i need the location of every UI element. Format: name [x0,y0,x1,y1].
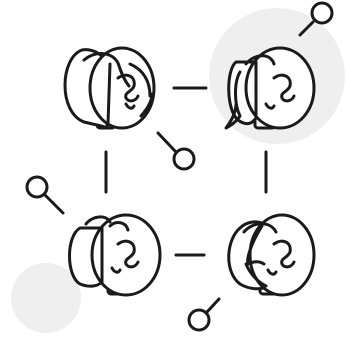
pin-center-top [156,131,196,171]
person-top-right [224,46,316,130]
person-bottom-left [68,213,162,297]
pin-left [25,175,65,215]
pin-top-right [298,1,334,37]
accent-circle-small [11,263,81,333]
person-bottom-right [227,213,316,297]
pin-bottom [187,297,221,332]
person-top-left [63,46,156,130]
